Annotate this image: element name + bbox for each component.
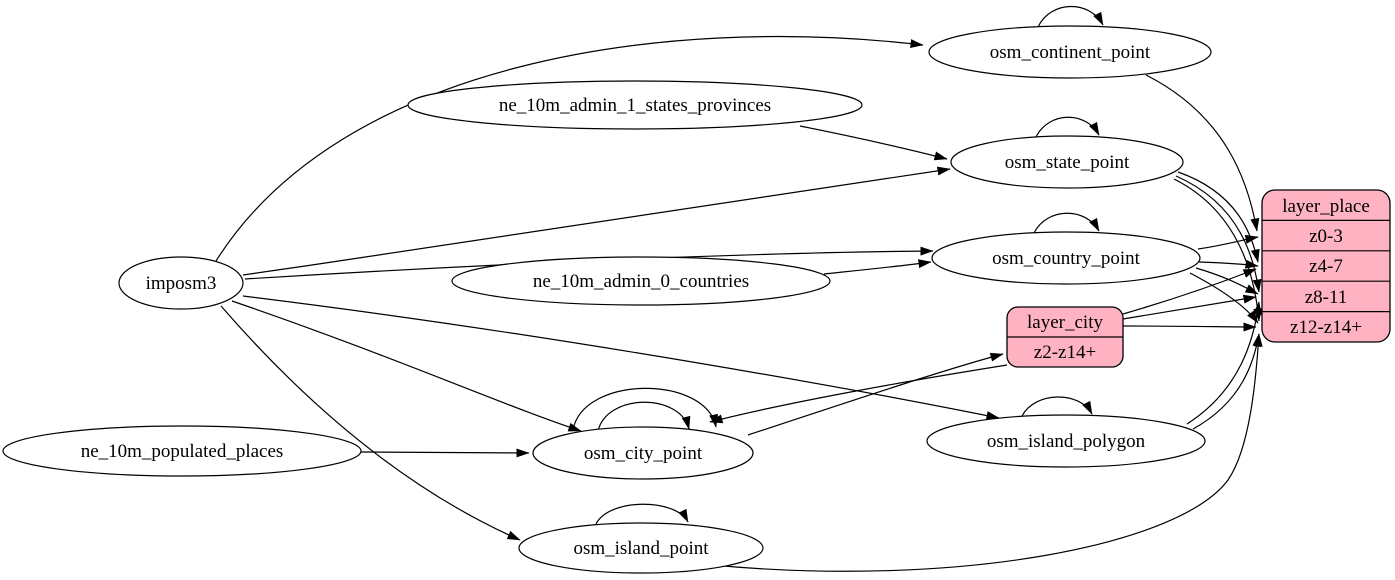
edge-layer_city-to-layer_place-z12-z14 [1122,322,1257,332]
record-layer_city-title: layer_city [1027,312,1103,333]
edge-ne_10m_admin_1_states_provinces-to-osm_state_point [799,125,948,161]
node-osm_continent_point-shape [928,25,1212,79]
edge-selfloop-osm_state_point [1035,116,1100,138]
edge-layer_city-to-osm_city_point [709,364,1008,424]
record-layer_city-row-z2-z14: z2-z14+ [1034,342,1096,363]
node-imposm3: imposm3 [118,256,244,310]
record-layer_city: layer_city z2-z14+ [1006,306,1124,368]
node-imposm3-label: imposm3 [146,273,217,294]
edge-imposm3-to-osm_city_point [231,300,582,432]
node-osm_island_point-label: osm_island_point [573,538,709,559]
node-osm_city_point-shape [532,426,754,480]
record-layer_place-title: layer_place [1282,196,1370,217]
edge-selfloop-osm_island_polygon [1021,396,1093,417]
node-ne_10m_admin_0_countries: ne_10m_admin_0_countries [451,256,831,306]
edge-imposm3-to-osm_island_point [220,305,521,541]
node-ne_10m_populated_places: ne_10m_populated_places [2,425,362,477]
edge-layer_city-to-layer_place-z4-7 [1122,268,1257,315]
node-osm_country_point: osm_country_point [931,231,1201,285]
node-ne_10m_admin_1_states_provinces-shape [407,80,863,130]
edge-osm_continent_point-to-layer_place-z0-3 [1145,74,1260,232]
node-ne_10m_admin_1_states_provinces-label: ne_10m_admin_1_states_provinces [499,95,771,116]
edge-osm_state_point-to-layer_place-z4-7 [1177,171,1260,263]
node-osm_state_point-label: osm_state_point [1005,152,1130,173]
node-osm_state_point: osm_state_point [950,135,1184,189]
node-osm_island_point-shape [518,522,764,574]
edges-layer [215,5,1263,572]
node-osm_city_point-label: osm_city_point [584,443,703,464]
edge-ne_10m_admin_0_countries-to-osm_country_point [823,259,932,275]
edge-imposm3-to-osm_island_polygon [242,295,1000,420]
node-osm_state_point-shape [950,135,1184,189]
edge-selfloop-osm_country_point [1033,212,1100,234]
record-layer_place-row-z8-11: z8-11 [1305,287,1348,308]
node-osm_continent_point-label: osm_continent_point [990,42,1151,63]
edge-selfloop-osm_continent_point [1037,5,1104,28]
edge-osm_country_point-to-layer_place-z0-3 [1197,234,1259,250]
node-ne_10m_admin_0_countries-label: ne_10m_admin_0_countries [533,271,749,292]
node-ne_10m_populated_places-shape [2,425,362,477]
nodes-layer: imposm3 ne_10m_admin_1_states_provinces … [2,25,1212,574]
record-layer_place-box [1261,189,1391,343]
edge-selfloop-inner-osm_city_point [597,401,691,432]
node-osm_city_point: osm_city_point [532,426,754,480]
edge-selfloop-osm_island_point [595,503,689,525]
record-layer_place-row-z12-z14: z12-z14+ [1290,317,1362,338]
node-osm_country_point-label: osm_country_point [992,248,1140,269]
edge-selfloop-outer-osm_city_point [572,387,719,431]
edge-imposm3-to-osm_continent_point [215,35,924,262]
record-layer_place-row-z0-3: z0-3 [1309,226,1343,247]
node-ne_10m_populated_places-label: ne_10m_populated_places [81,441,284,462]
record-layer_place-row-z4-7: z4-7 [1309,256,1343,277]
node-osm_island_polygon-label: osm_island_polygon [987,431,1146,452]
edge-osm_island_polygon-to-layer_place-z8-11 [1186,301,1262,425]
node-osm_continent_point: osm_continent_point [928,25,1212,79]
edge-layer_city-to-layer_place-z8-11 [1122,294,1257,320]
node-osm_country_point-shape [931,231,1201,285]
edge-osm_city_point-to-layer_city [747,352,1004,436]
node-osm_island_point: osm_island_point [518,522,764,574]
edge-osm_country_point-to-layer_place-z4-7 [1198,259,1259,269]
edge-osm_island_polygon-to-layer_place-z12-z14 [1192,333,1262,430]
edge-osm_island_point-to-layer_place-z12-z14 [711,333,1263,572]
node-osm_island_polygon-shape [926,414,1206,468]
node-osm_island_polygon: osm_island_polygon [926,414,1206,468]
record-layer_place: layer_place z0-3 z4-7 z8-11 z12-z14+ [1261,189,1391,343]
edge-ne_10m_populated_places-to-osm_city_point [360,448,530,458]
node-imposm3-shape [118,256,244,310]
edge-osm_state_point-to-layer_place-z8-11 [1175,175,1262,293]
node-ne_10m_admin_0_countries-shape [451,256,831,306]
node-ne_10m_admin_1_states_provinces: ne_10m_admin_1_states_provinces [407,80,863,130]
